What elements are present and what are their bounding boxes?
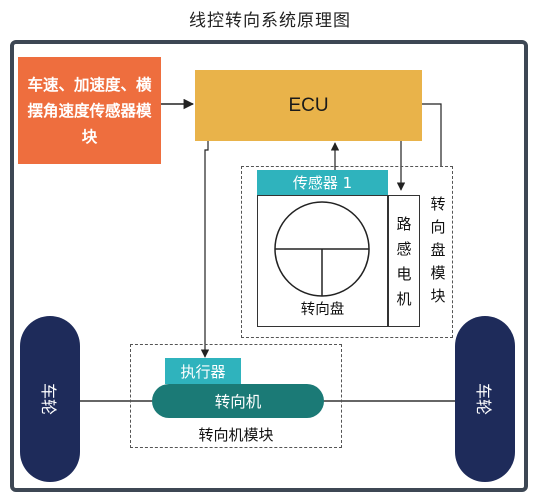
steering-gear-label: 转向机 xyxy=(214,393,262,411)
actuator-box: 执行器 xyxy=(165,358,241,384)
road-feel-motor-label: 路感电机 xyxy=(396,215,412,308)
steering-wheel-panel xyxy=(257,195,388,327)
sensor-1-label: 传感器 1 xyxy=(292,174,353,192)
left-wheel: 车轮 xyxy=(20,316,80,482)
line-ecu-to-sw-module xyxy=(422,103,442,166)
vehicle-frame xyxy=(10,40,528,492)
diagram-title: 线控转向系统原理图 xyxy=(189,11,351,31)
steering-gear-module-label: 转向机模块 xyxy=(198,426,274,444)
steering-wheel-module-border xyxy=(241,166,453,338)
steering-gear-box: 转向机 xyxy=(152,384,324,418)
vehicle-sensor-module: 车速、加速度、横摆角速度传感器模块 xyxy=(18,57,161,164)
steering-gear-module-border xyxy=(130,344,342,448)
steering-wheel-label: 转向盘 xyxy=(300,302,345,318)
ecu-label: ECU xyxy=(288,94,329,116)
left-wheel-label: 车轮 xyxy=(38,382,58,416)
actuator-label: 执行器 xyxy=(180,362,226,381)
road-feel-motor-box: 路感电机 xyxy=(388,195,420,327)
vehicle-sensor-module-label: 车速、加速度、横摆角速度传感器模块 xyxy=(27,75,152,146)
right-wheel: 车轮 xyxy=(455,316,515,482)
right-wheel-label: 车轮 xyxy=(473,382,493,416)
sensor-1-box: 传感器 1 xyxy=(257,170,388,195)
steering-wheel-module-label: 转向盘模块 xyxy=(430,195,446,305)
arrow-ecu-to-actuator xyxy=(200,141,210,358)
ecu-box: ECU xyxy=(195,70,422,141)
